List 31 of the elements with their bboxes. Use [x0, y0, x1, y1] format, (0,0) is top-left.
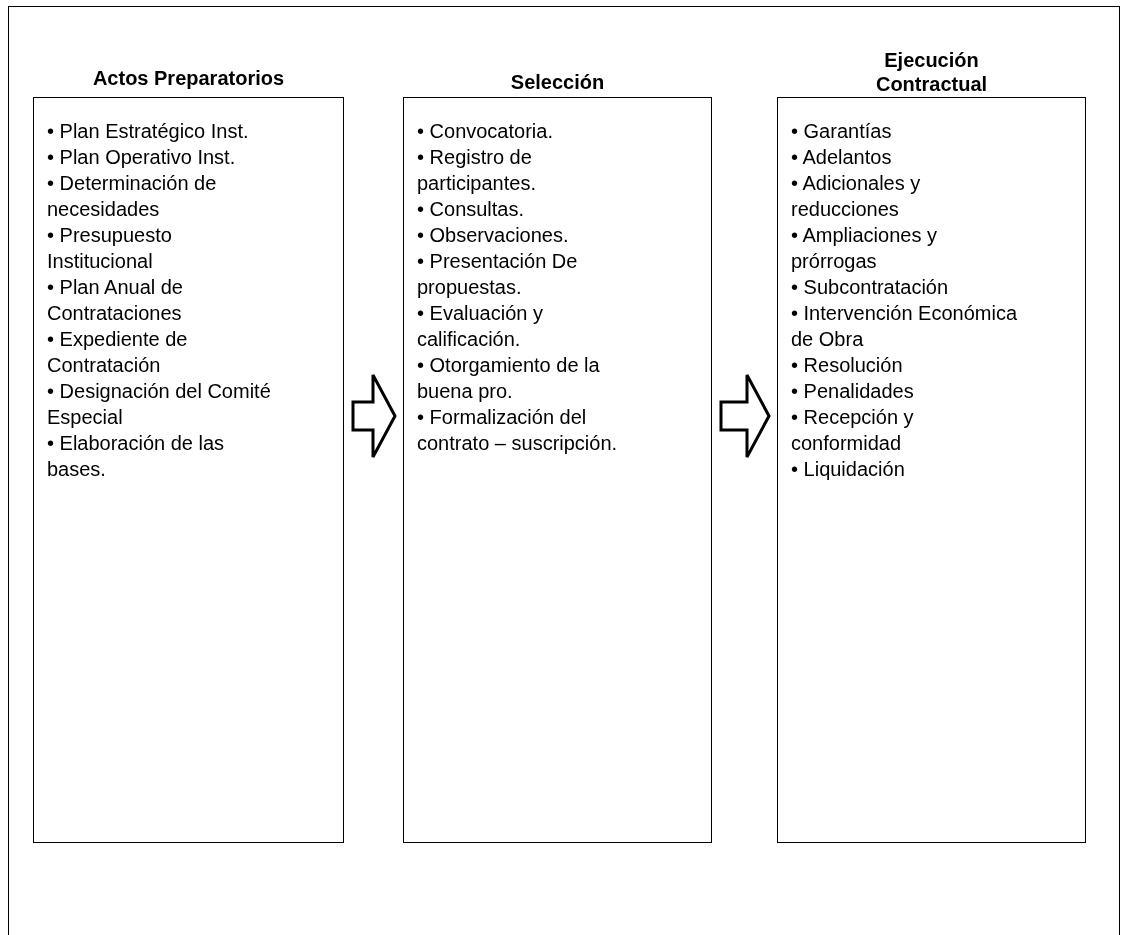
- list-item: • Expediente de Contratación: [47, 327, 189, 378]
- block-arrow: [351, 373, 397, 459]
- list-item: • Observaciones.: [417, 223, 570, 248]
- list-item: • Consultas.: [417, 197, 526, 222]
- list-item: • Garantías: [791, 119, 893, 144]
- stage-heading: Selección: [509, 70, 606, 94]
- list-item: • Presentación De propuestas.: [417, 249, 579, 300]
- stage-heading: Actos Preparatorios: [91, 66, 286, 90]
- list-item: • Determinación de necesidades: [47, 171, 218, 222]
- list-item: • Designación del Comité Especial: [47, 379, 272, 430]
- list-item: • Penalidades: [791, 379, 915, 404]
- list-item: • Adicionales y reducciones: [791, 171, 922, 222]
- list-item: • Presupuesto Institucional: [47, 223, 173, 274]
- list-item: • Registro de participantes.: [417, 145, 537, 196]
- list-item: • Formalización del contrato – suscripción.: [417, 405, 619, 456]
- list-item: • Convocatoria.: [417, 119, 554, 144]
- list-item: • Adelantos: [791, 145, 893, 170]
- list-item: • Plan Operativo Inst.: [47, 145, 237, 170]
- block-arrow: [719, 373, 771, 459]
- list-item: • Subcontratación: [791, 275, 950, 300]
- list-item: • Elaboración de las bases.: [47, 431, 226, 482]
- list-item: • Recepción y conformidad: [791, 405, 915, 456]
- list-item: • Otorgamiento de la buena pro.: [417, 353, 601, 404]
- list-item: • Evaluación y calificación.: [417, 301, 544, 352]
- list-item: • Plan Anual de Contrataciones: [47, 275, 184, 326]
- list-item: • Ampliaciones y prórrogas: [791, 223, 938, 274]
- list-item: • Intervención Económica de Obra: [791, 301, 1018, 352]
- stage-heading: Ejecución Contractual: [874, 48, 989, 96]
- list-item: • Liquidación: [791, 457, 906, 482]
- list-item: • Resolución: [791, 353, 904, 378]
- list-item: • Plan Estratégico Inst.: [47, 119, 250, 144]
